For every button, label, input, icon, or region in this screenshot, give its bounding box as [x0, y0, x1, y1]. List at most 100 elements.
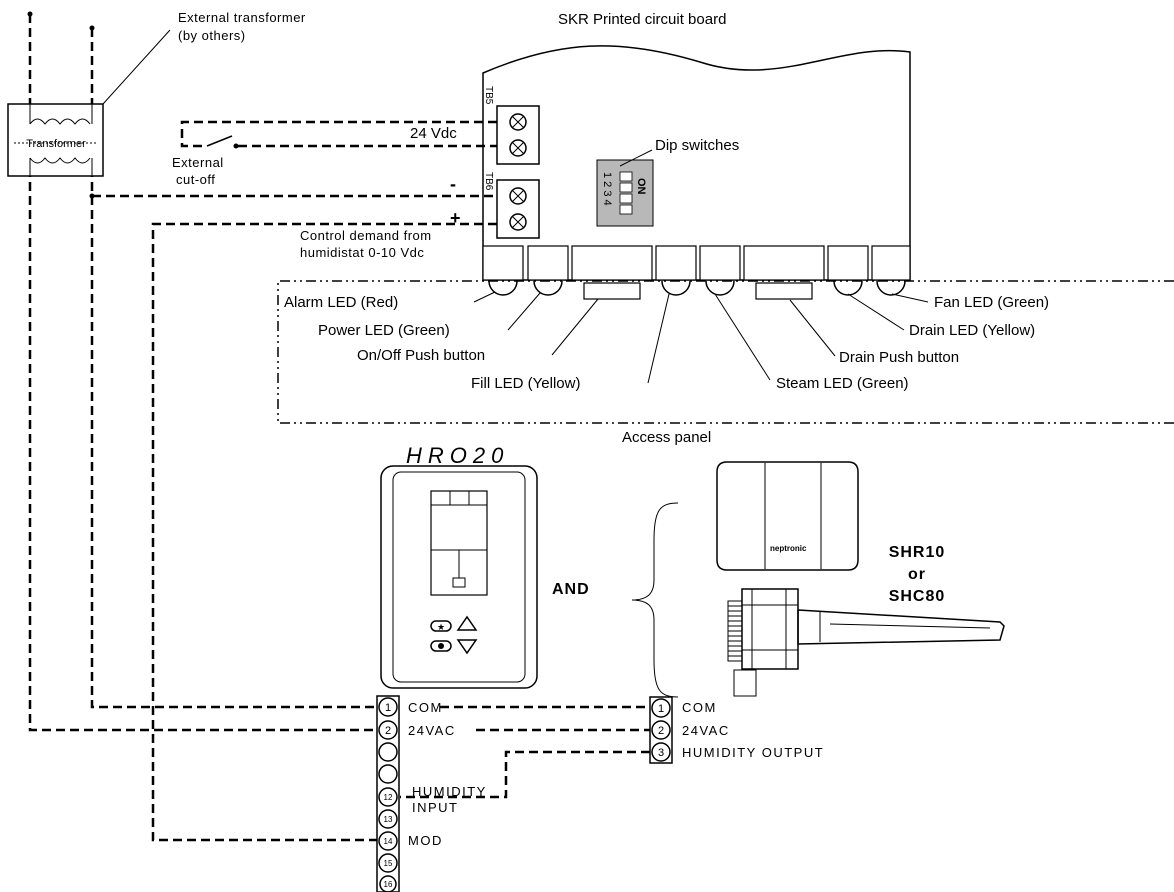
onoff-push-button [583, 282, 641, 300]
interconnect-wiring [400, 705, 650, 799]
hro20-terminal-2-label: 2 [385, 725, 391, 737]
tb5-block [496, 105, 540, 165]
alarm-led-leader [473, 291, 496, 303]
sensor-terminal-3-label: 3 [658, 747, 664, 759]
hro20-terminal-12-label: 12 [384, 793, 393, 802]
fan-led [876, 280, 906, 296]
hro20-terminal-strip: 1 2 12 13 14 15 16 COM 24VAC HUMIDITY IN… [376, 695, 487, 892]
sensor-terminal-3 [651, 742, 671, 762]
duct-sensor-probe-detail [819, 612, 991, 642]
tb5-screw-2 [509, 139, 527, 157]
sensor-terminal-2 [651, 720, 671, 740]
board-wiring: 24 Vdc External cut-off - + Control dema… [89, 120, 497, 842]
hro20-terminal-1 [378, 697, 398, 717]
hro20-mode-icon: ★ [437, 622, 445, 632]
tb5-screw-1 [509, 113, 527, 131]
drain-button-label: Drain Push button [839, 349, 959, 366]
power-led-leader [507, 292, 541, 331]
transformer-label: Transformer [26, 138, 86, 150]
steam-led-label: Steam LED (Green) [776, 375, 909, 392]
vdc24-label: 24 Vdc [410, 125, 457, 142]
alarm-led [488, 280, 518, 296]
hro20-mod-label: MOD [408, 833, 443, 848]
sensor-group: neptronic SHR10 or SHC80 [716, 461, 1005, 697]
drain-button-leader [789, 299, 836, 357]
tb5-label: TB5 [483, 86, 494, 105]
wire-plus-control [151, 222, 497, 842]
room-sensor-brand: neptronic [770, 544, 807, 553]
duct-sensor-connector [733, 669, 757, 697]
dip-switch-2 [619, 182, 633, 193]
alarm-led-housing [482, 245, 524, 281]
hro20-power-icon [438, 643, 444, 649]
hro20-terminal-1-label: 1 [385, 702, 391, 714]
fan-led-housing [871, 245, 911, 281]
fill-led-housing [655, 245, 697, 281]
drain-led-label: Drain LED (Yellow) [909, 322, 1035, 339]
access-panel-label: Access panel [622, 429, 711, 446]
onoff-button-label: On/Off Push button [357, 347, 485, 364]
plus-sign: + [450, 208, 462, 228]
fill-led-label: Fill LED (Yellow) [471, 375, 580, 392]
room-sensor-seams [764, 463, 822, 569]
hro20-terminal-3 [378, 742, 398, 762]
hro20-terminal-14 [378, 831, 398, 851]
sensor-humidity-output-label: HUMIDITY OUTPUT [682, 745, 824, 760]
humidity-input-line1: HUMIDITY [412, 784, 487, 799]
alarm-led-label: Alarm LED (Red) [284, 294, 398, 311]
brace [631, 502, 679, 698]
tb6-screw-2 [509, 213, 527, 231]
hro20-terminal-14-label: 14 [384, 837, 393, 846]
control-demand-line1: Control demand from [300, 228, 432, 243]
drain-led [833, 280, 863, 296]
hro20-com-label: COM [408, 700, 443, 715]
duct-sensor-body-detail [742, 589, 798, 669]
drain-push-button [755, 282, 813, 300]
board-outline [482, 45, 911, 281]
sensor-terminal-strip: 1 2 3 COM 24VAC HUMIDITY OUTPUT [649, 696, 824, 764]
power-led-housing [527, 245, 569, 281]
sensor-com-label: COM [682, 700, 717, 715]
hro20-terminal-15-label: 15 [384, 859, 393, 868]
fill-led-leader [647, 293, 670, 384]
tb5-screw-1-slot [511, 115, 525, 129]
steam-led-housing [699, 245, 741, 281]
wire-24vdc-top [180, 120, 497, 148]
transformer-coil-top [29, 118, 91, 125]
hro20-controller: HRO20 ★ [380, 443, 538, 689]
steam-led-leader [714, 293, 771, 381]
steam-led [705, 280, 735, 296]
by-others-label: (by others) [178, 28, 246, 43]
drain-button-housing [743, 245, 825, 281]
hro20-terminal-16 [379, 875, 397, 892]
cutoff-switch-arm [206, 135, 233, 147]
hro20-title: HRO20 [406, 443, 509, 468]
room-sensor-housing [716, 461, 859, 571]
dip-switches-label: Dip switches [655, 137, 739, 154]
hro20-terminal-13 [378, 809, 398, 829]
onoff-button-housing [571, 245, 653, 281]
hro20-terminal-2 [378, 720, 398, 740]
tb6-screw-2-slot [511, 215, 525, 229]
wire-24vac-supply [28, 14, 380, 732]
dip-numbers-label: 1 2 3 4 [601, 172, 613, 206]
skr-board: SKR Printed circuit board TB5 TB6 ON 1 2… [482, 11, 911, 300]
hro20-terminal-15 [378, 853, 398, 873]
power-led [533, 280, 563, 296]
dip-on-label: ON [635, 178, 647, 195]
transformer-leader [102, 29, 171, 105]
cutoff-contact [233, 143, 239, 149]
hro20-display-segments [431, 491, 487, 588]
duct-sensor-probe [797, 609, 1005, 645]
humidity-input-line2: INPUT [412, 800, 459, 815]
transformer-box [7, 103, 104, 177]
hro20-terminal-12 [378, 787, 398, 807]
dip-switch-1 [619, 171, 633, 182]
transformer-group: Transformer External transformer (by oth… [7, 10, 380, 732]
led-labels: Alarm LED (Red) Power LED (Green) On/Off… [284, 291, 1049, 392]
sensor-24vac-label: 24VAC [682, 723, 730, 738]
wire-com-supply [90, 28, 380, 709]
drain-led-leader [847, 293, 905, 331]
control-demand-line2: humidistat 0-10 Vdc [300, 245, 424, 260]
